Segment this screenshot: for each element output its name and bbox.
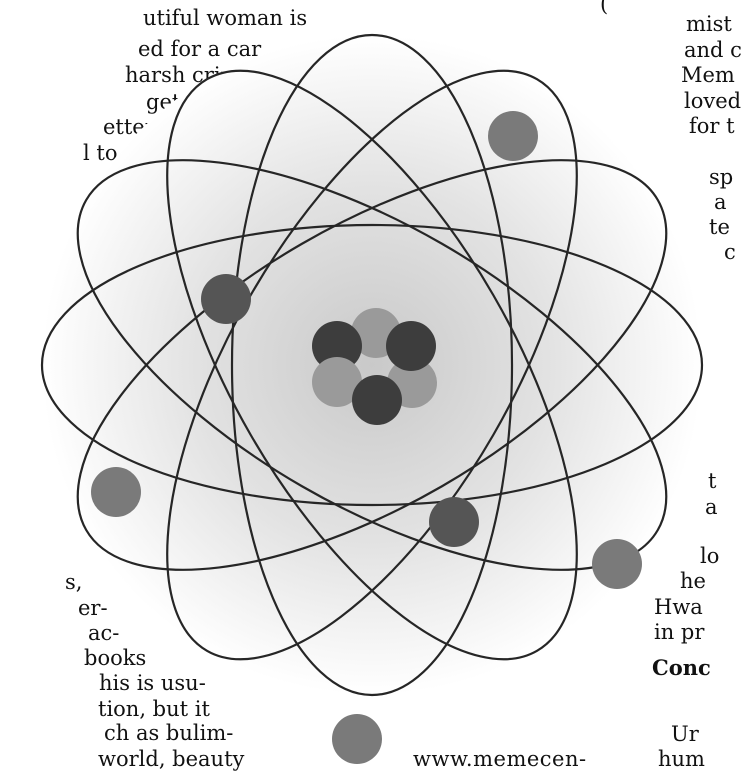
footer-url-fragment: www.memecen- bbox=[413, 747, 587, 771]
electron bbox=[488, 111, 538, 161]
electron bbox=[592, 539, 642, 589]
nucleon bbox=[352, 375, 402, 425]
nucleon bbox=[386, 321, 436, 371]
electron bbox=[429, 497, 479, 547]
electron bbox=[201, 274, 251, 324]
electron bbox=[332, 714, 382, 764]
electron bbox=[91, 467, 141, 517]
atom-glow bbox=[42, 35, 702, 695]
